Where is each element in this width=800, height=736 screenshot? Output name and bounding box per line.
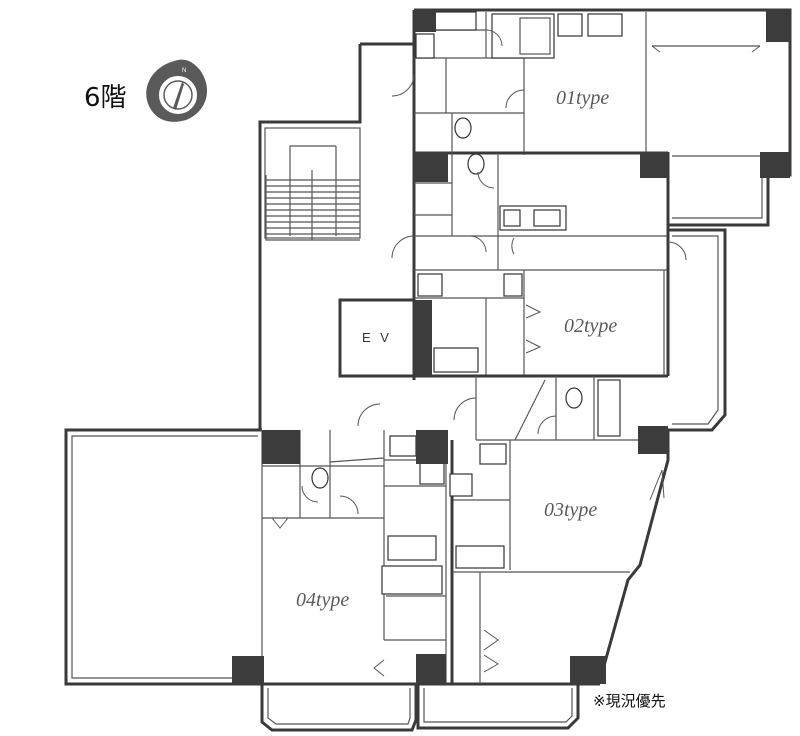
unit-label-02: 02type	[564, 315, 617, 337]
unit-label-03: 03type	[544, 499, 597, 521]
floor-label: 6階	[84, 83, 127, 113]
unit-01-walls	[391, 11, 761, 155]
unit-02-walls	[391, 153, 687, 378]
note-text: ※現況優先	[593, 692, 666, 710]
elevator-label: E V	[362, 330, 392, 345]
columns	[232, 10, 790, 684]
unit-label-01: 01type	[556, 87, 609, 109]
unit-label-04: 04type	[296, 589, 349, 611]
svg-text:N: N	[182, 68, 186, 74]
unit-04-walls	[261, 430, 447, 684]
unit-03-walls	[449, 376, 668, 684]
compass-icon: N	[146, 59, 208, 122]
stair-treads	[266, 145, 360, 240]
core: E V	[260, 127, 477, 431]
